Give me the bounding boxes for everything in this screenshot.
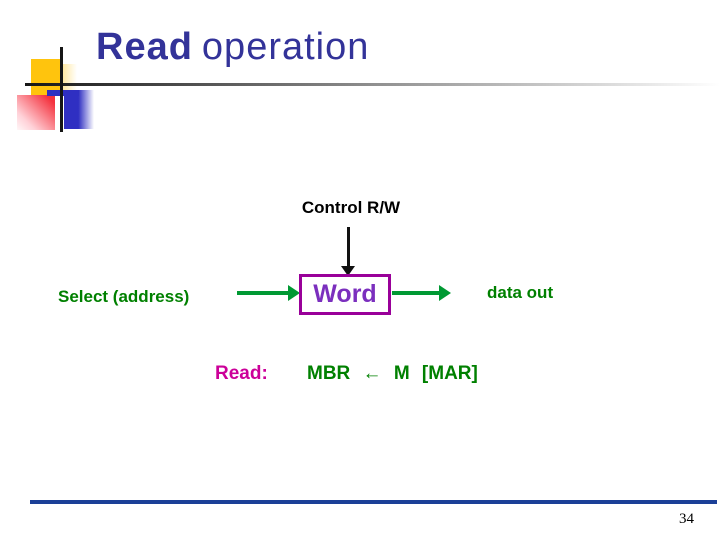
- title-underline-rule: [25, 83, 720, 86]
- decoration-red-square: [17, 95, 55, 130]
- data-out-arrow-shaft: [392, 291, 441, 295]
- page-number: 34: [679, 511, 694, 527]
- data-out-label: data out: [487, 283, 554, 302]
- word-box: Word: [299, 274, 391, 315]
- select-arrow-head: [288, 285, 300, 301]
- page-title-bold: Read: [96, 26, 193, 68]
- select-address-label: Select (address): [58, 287, 190, 306]
- read-prefix-label: Read:: [215, 363, 268, 384]
- select-arrow-shaft: [237, 291, 290, 295]
- decoration-yellow-square: [31, 59, 60, 96]
- page-title-rest: operation: [201, 26, 370, 68]
- down-arrow-head: [341, 266, 355, 276]
- read-equation: MBR ← M [MAR]: [307, 363, 478, 384]
- decoration-blue-strip: [47, 90, 79, 96]
- word-box-label: Word: [313, 280, 377, 308]
- data-out-arrow-head: [439, 285, 451, 301]
- down-arrow-shaft: [347, 227, 350, 268]
- decoration-blue-square: [64, 90, 94, 129]
- decoration-vertical-line: [60, 47, 63, 132]
- footer-divider-bar: [30, 500, 717, 504]
- control-rw-label: Control R/W: [301, 198, 401, 217]
